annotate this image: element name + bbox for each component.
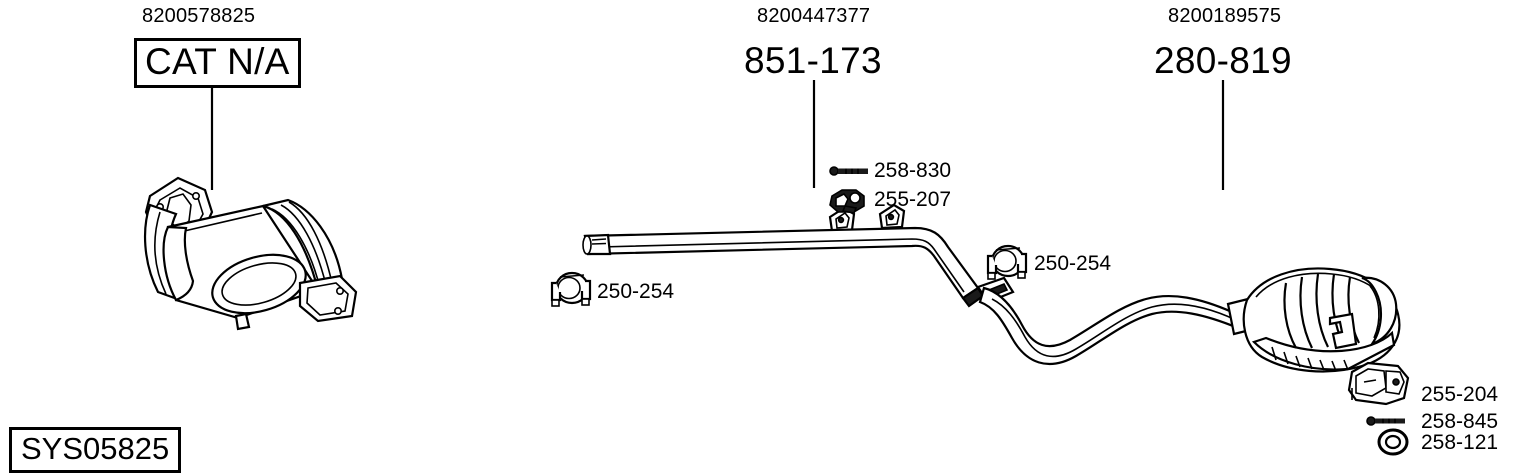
fitting-code-258-845[interactable]: 258-845 <box>1421 410 1499 433</box>
fitting-code-255-204[interactable]: 255-204 <box>1421 383 1499 406</box>
centre-pipe-art <box>582 203 985 308</box>
u-bolt-clamp-icon-front <box>550 271 592 307</box>
part-code-catalytic-converter[interactable]: CAT N/A <box>134 38 301 88</box>
system-code-badge[interactable]: SYS05825 <box>9 427 182 473</box>
fitting-code-255-207[interactable]: 255-207 <box>874 188 952 211</box>
rear-silencer-art <box>976 267 1401 373</box>
u-bolt-clamp-icon-rear <box>986 244 1028 280</box>
catalytic-converter-art <box>143 176 358 331</box>
fitting-code-258-830[interactable]: 258-830 <box>874 159 952 182</box>
bolt-icon-rear <box>1366 416 1405 426</box>
fitting-code-258-121[interactable]: 258-121 <box>1421 431 1499 454</box>
fitting-code-250-254-front[interactable]: 250-254 <box>597 280 675 303</box>
part-code-rear-silencer[interactable]: 280-819 <box>1154 40 1292 81</box>
fitting-code-250-254-rear[interactable]: 250-254 <box>1034 252 1112 275</box>
oem-ref-centre-pipe: 8200447377 <box>757 5 871 27</box>
rubber-mount-icon-centre <box>829 189 865 214</box>
bracket-icon-rear <box>1347 361 1410 406</box>
oem-ref-catalytic-converter: 8200578825 <box>142 5 256 27</box>
part-code-centre-pipe[interactable]: 851-173 <box>744 40 882 81</box>
washer-ring-icon-rear <box>1377 428 1409 456</box>
bolt-icon-centre <box>829 166 868 176</box>
oem-ref-rear-silencer: 8200189575 <box>1168 5 1282 27</box>
